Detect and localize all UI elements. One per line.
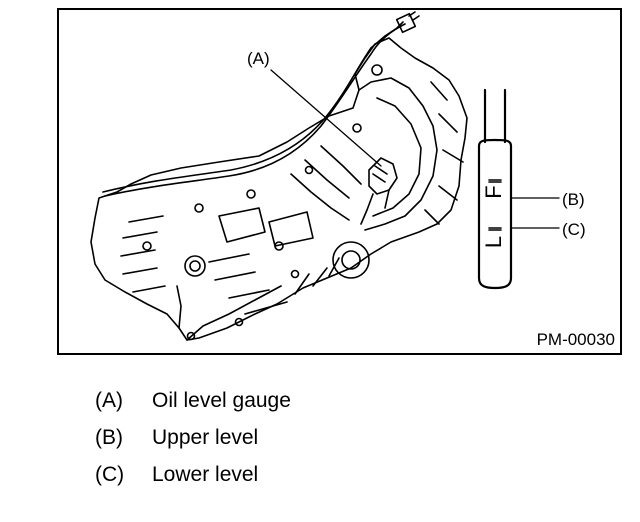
bolt <box>142 241 152 251</box>
casting-ribs-2 <box>218 207 314 247</box>
legend-item: (B) Upper level <box>95 419 515 456</box>
legend-key: (B) <box>95 426 123 449</box>
connector-pins <box>408 11 420 21</box>
bolt <box>234 317 244 327</box>
legend-key: (A) <box>95 389 123 412</box>
legend-text: Upper level <box>152 426 259 449</box>
bell-housing-ribs <box>424 81 464 225</box>
bell-housing <box>358 77 438 231</box>
legend-text: Lower level <box>152 463 259 486</box>
legend-item: (A) Oil level gauge <box>95 382 515 419</box>
drain-plug <box>184 255 206 277</box>
dipstick-mark-l: L <box>481 236 506 248</box>
bolt <box>290 269 300 279</box>
bell-housing-rim <box>372 97 422 217</box>
wire-harness <box>104 23 406 197</box>
casting-ribs-5 <box>294 257 340 295</box>
casting-ribs-3 <box>208 253 288 315</box>
legend-text: Oil level gauge <box>152 389 291 412</box>
bolt <box>352 123 362 133</box>
callout-label-b: (B) <box>562 190 585 209</box>
bolt <box>371 64 383 76</box>
connector <box>395 12 417 34</box>
transmission-case-outline <box>90 37 468 341</box>
drain-plug-inner <box>189 260 201 272</box>
callout-label-c: (C) <box>562 220 586 239</box>
bolt <box>194 203 204 213</box>
output-housing <box>332 241 370 279</box>
bolt <box>246 189 256 199</box>
legend: (A) Oil level gauge (B) Upper level (C) Low… <box>95 382 515 493</box>
dipstick-shaft <box>483 88 507 144</box>
figure-code: PM-00030 <box>536 330 615 349</box>
transmission-illustration: F L <box>90 11 560 341</box>
wire-harness-3 <box>370 21 404 49</box>
callout-label-a: (A) <box>247 49 270 68</box>
oil-level-gauge-grip <box>372 165 388 183</box>
legend-item: (C) Lower level <box>95 456 515 493</box>
casting-edge <box>176 285 282 341</box>
oil-level-gauge-tube <box>360 189 390 225</box>
leader-line-a <box>270 69 382 167</box>
bolt <box>304 165 314 175</box>
bolt <box>186 331 196 341</box>
wire-harness-2 <box>102 47 372 193</box>
casting-ribs-4 <box>290 145 362 221</box>
casting-ribs <box>120 215 166 293</box>
output-housing-inner <box>341 250 361 270</box>
dipstick-mark-f: F <box>481 185 506 198</box>
dipstick-level-tick-lower <box>488 227 502 231</box>
legend-key: (C) <box>95 463 125 486</box>
dipstick-level-tick-upper <box>488 179 502 183</box>
figure-frame: F L (A) (B) (C) PM-00030 <box>57 8 622 355</box>
oil-level-gauge-handle <box>368 157 398 195</box>
dipstick-blade <box>477 138 513 290</box>
